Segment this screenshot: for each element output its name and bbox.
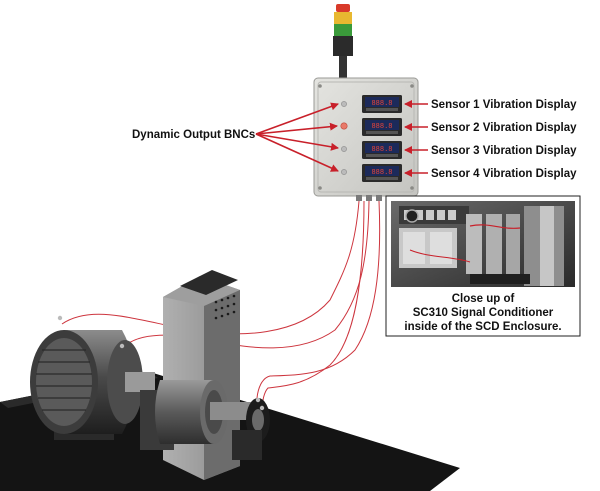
sensor-cables <box>61 200 381 411</box>
svg-text:888.8: 888.8 <box>371 169 392 177</box>
svg-text:888.8: 888.8 <box>371 100 392 108</box>
inset-caption-line-2: SC310 Signal Conditioner <box>413 307 554 319</box>
inset-caption-line-3: inside of the SCD Enclosure. <box>404 321 561 333</box>
svg-text:888.8: 888.8 <box>371 123 392 131</box>
signal-conditioner-closeup-inset: Close up of SC310 Signal Conditioner ins… <box>385 195 581 337</box>
display-callout-arrows <box>404 100 428 177</box>
sensor-1-display-label: Sensor 1 Vibration Display <box>431 99 577 111</box>
stack-light-icon <box>333 4 353 78</box>
coupling-guard-icon <box>163 270 240 480</box>
electric-motor-icon <box>30 315 155 440</box>
bnc-connector-1 <box>341 101 347 107</box>
dynamic-output-bncs-label: Dynamic Output BNCs <box>132 129 255 141</box>
bnc-connector-4 <box>341 169 347 175</box>
inset-caption-line-1: Close up of <box>452 293 515 305</box>
svg-text:888.8: 888.8 <box>371 146 392 154</box>
bnc-connector-3 <box>341 146 347 152</box>
vibration-display-3: 888.8 <box>362 141 402 159</box>
vibration-display-2: 888.8 <box>362 118 402 136</box>
bnc-callout-arrows <box>255 102 339 172</box>
vibration-display-4: 888.8 <box>362 164 402 182</box>
sensor-3-display-label: Sensor 3 Vibration Display <box>431 145 577 157</box>
bearing-housing-icon <box>140 380 270 460</box>
sensor-2-display-label: Sensor 2 Vibration Display <box>431 122 577 134</box>
vibration-display-1: 888.8 <box>362 95 402 113</box>
bnc-connector-2 <box>340 122 348 130</box>
sensor-4-display-label: Sensor 4 Vibration Display <box>431 168 577 180</box>
